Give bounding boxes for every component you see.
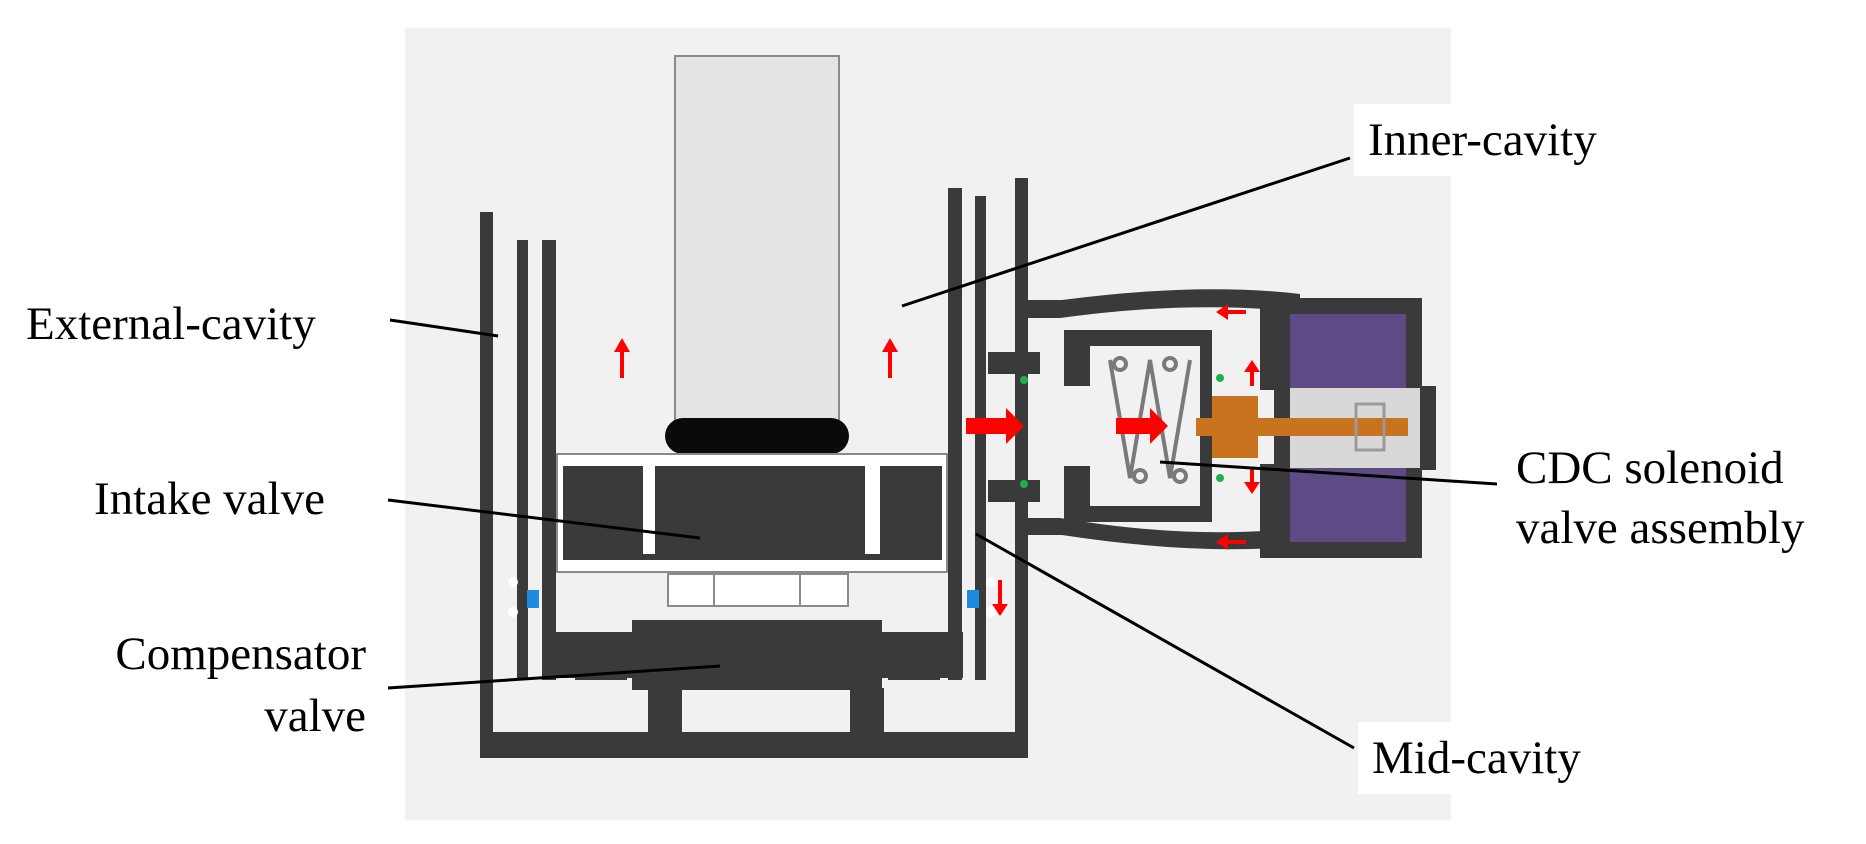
outer-tube: [480, 178, 1028, 758]
flow-arrows-cdc: [1116, 304, 1260, 550]
leader-line-external-cavity: [389, 318, 499, 338]
leader-line-mid-cavity: [975, 532, 1355, 750]
solenoid-rod: [1196, 396, 1408, 458]
port-dots: [1020, 374, 1224, 488]
label-external-cavity: External-cavity: [26, 298, 316, 350]
middle-tube: [517, 196, 986, 680]
piston-rod: [674, 55, 840, 429]
leader-line-inner-cavity: [901, 156, 1351, 308]
label-intake-valve: Intake valve: [94, 473, 325, 525]
seal-rings: [508, 577, 996, 617]
label-compensator-valve-line1: Compensator: [115, 628, 366, 680]
leader-line-cdc-valve: [1159, 460, 1498, 486]
flow-arrows-main: [614, 338, 1024, 616]
cdc-housing: [988, 289, 1300, 558]
compensator-valve-body: [545, 620, 963, 734]
label-inner-cavity: Inner-cavity: [1354, 104, 1611, 176]
leader-line-compensator-valve: [387, 664, 721, 690]
piston-rod-seal: [665, 418, 849, 454]
label-cdc-line2: valve assembly: [1516, 502, 1805, 554]
intake-valve-body: [556, 453, 948, 607]
label-compensator-valve-line2: valve: [264, 690, 366, 742]
label-mid-cavity: Mid-cavity: [1358, 722, 1595, 794]
inner-tube: [542, 188, 962, 680]
leader-line-intake-valve: [387, 498, 701, 540]
label-cdc-line1: CDC solenoid: [1502, 432, 1798, 496]
cdc-spring: [1108, 356, 1192, 484]
